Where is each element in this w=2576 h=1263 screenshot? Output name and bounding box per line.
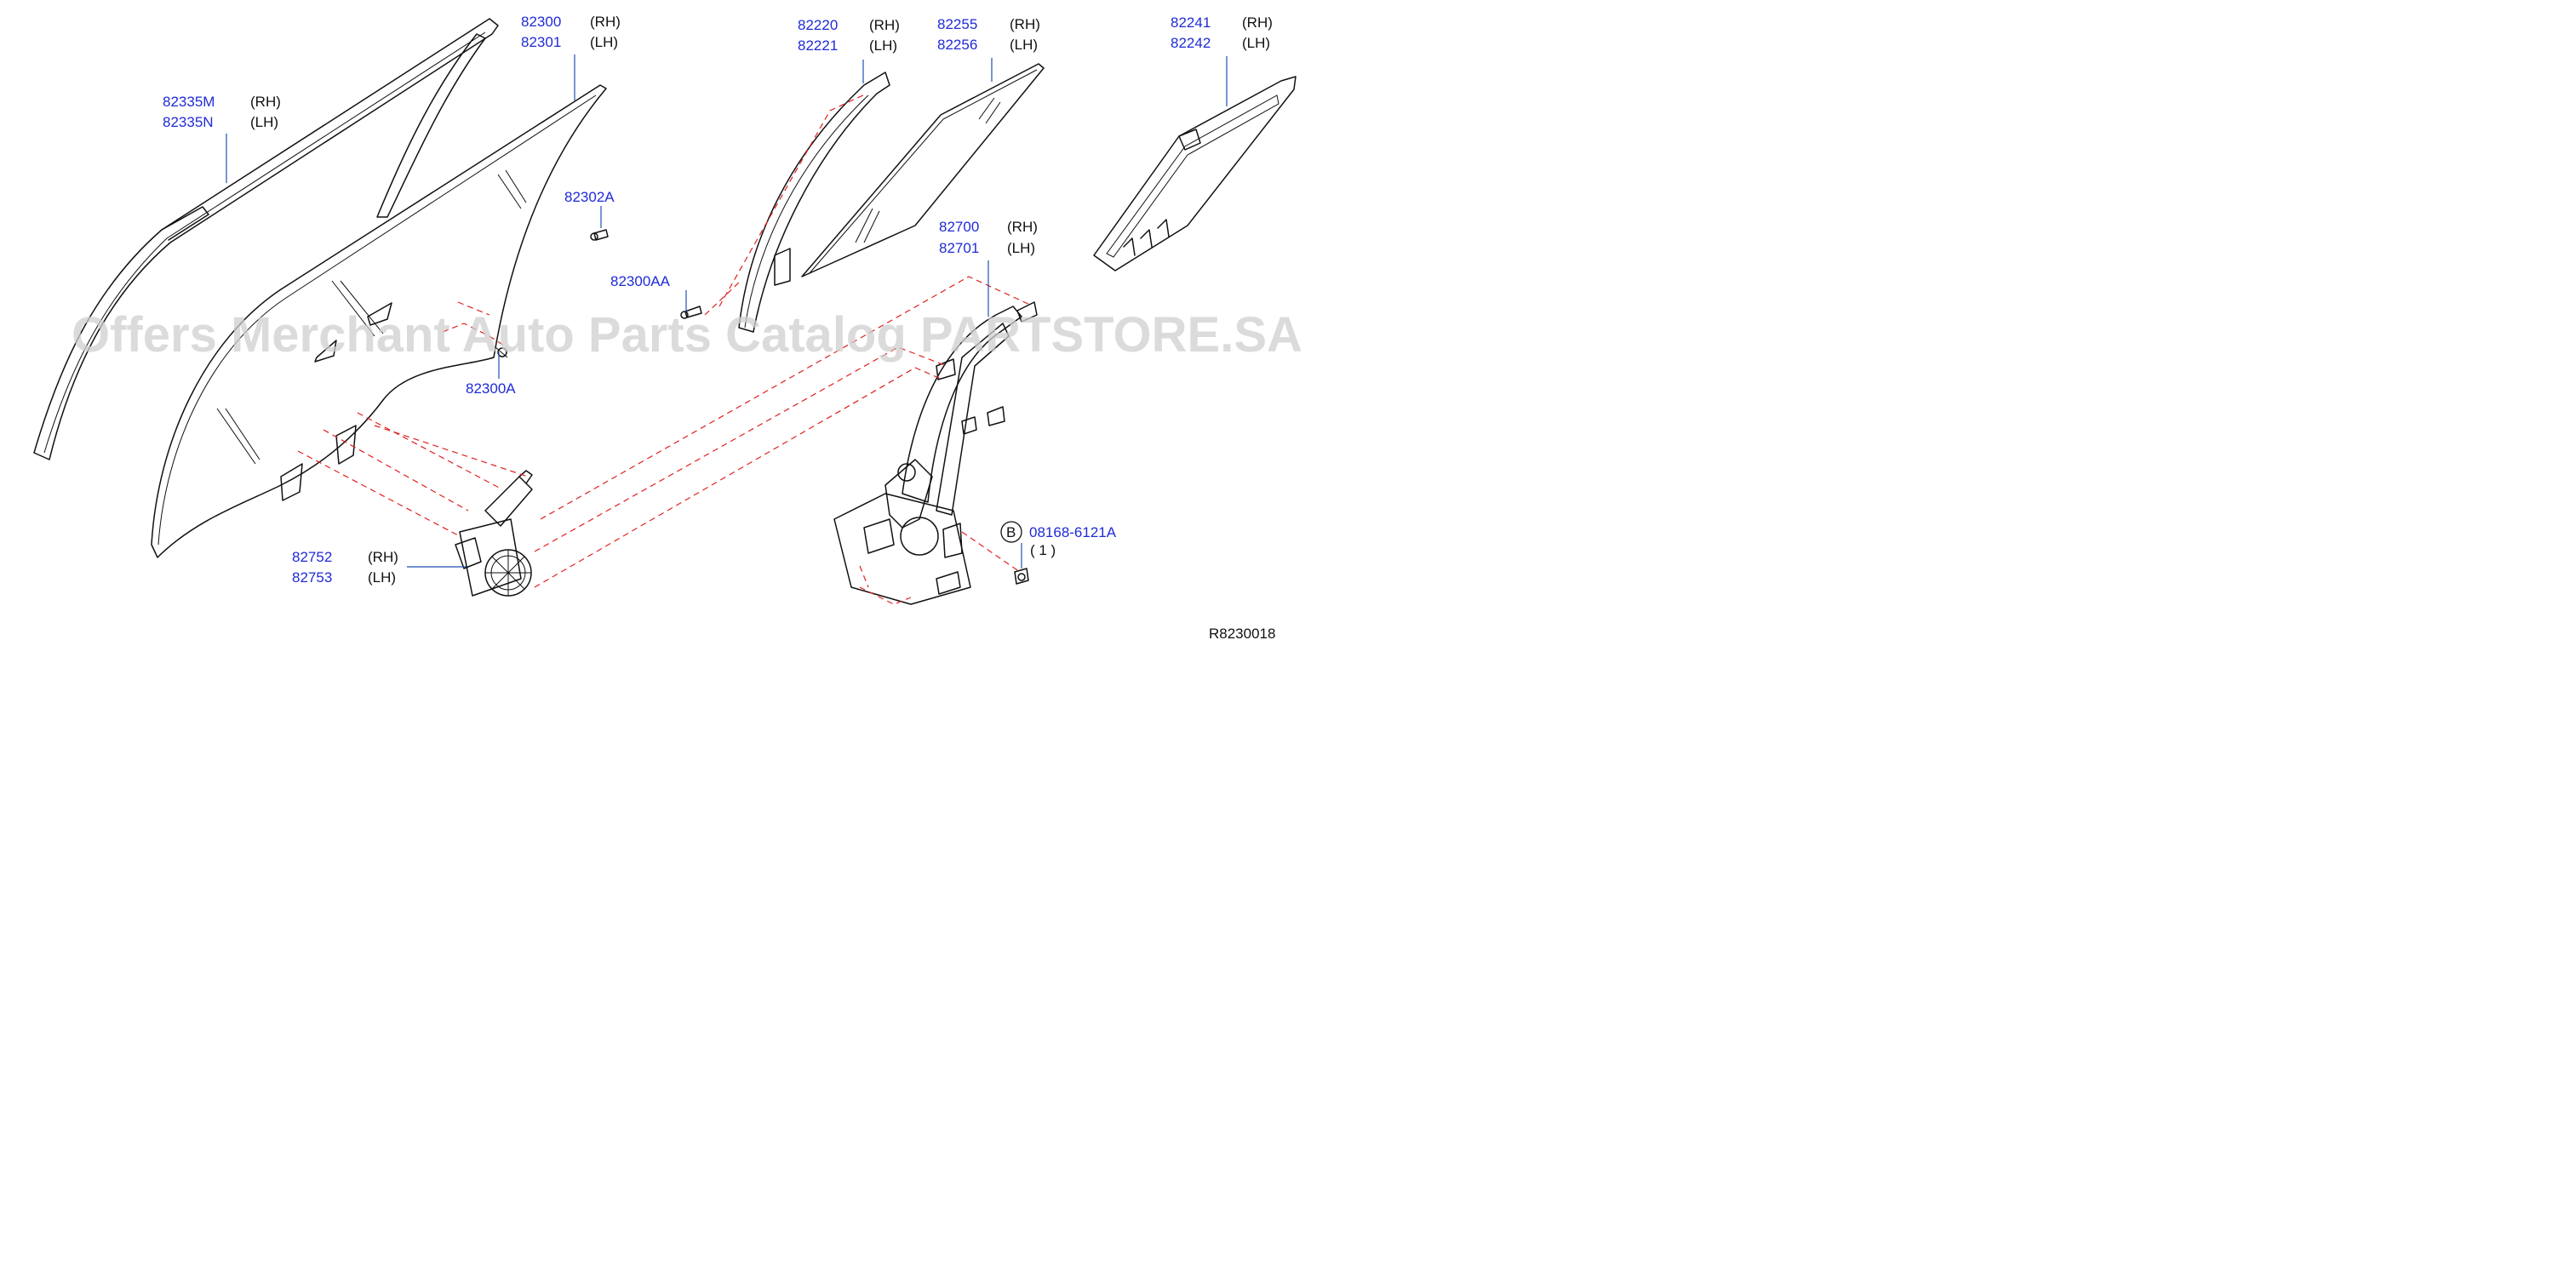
part-number-lh[interactable]: 82701: [939, 240, 979, 256]
part-number-rh[interactable]: 82300: [521, 14, 561, 30]
window-regulator-82700: [833, 301, 1038, 605]
part-number[interactable]: 82300AA: [610, 273, 671, 289]
part-number[interactable]: 82302A: [564, 189, 615, 205]
side-lh-label: (LH): [869, 37, 897, 54]
run-channel-82335: [33, 18, 499, 460]
part-number-rh[interactable]: 82241: [1171, 14, 1211, 31]
callout-82241: 82241 82242 (RH) (LH): [1171, 14, 1273, 51]
front-door-glass-82300: [151, 84, 607, 558]
callout-82700: 82700 82701 (RH) (LH): [939, 219, 1038, 256]
diagram-reference: R8230018: [1209, 626, 1275, 642]
bolt-82300AA: [680, 306, 702, 319]
leader-lines: [226, 54, 1228, 569]
part-number-lh[interactable]: 82221: [798, 37, 838, 54]
callout-82302A: 82302A: [564, 189, 615, 205]
side-rh-label: (RH): [590, 14, 621, 30]
marker-circle: [1000, 521, 1022, 543]
side-rh-label: (RH): [1242, 14, 1273, 31]
side-lh-label: (LH): [590, 34, 618, 50]
part-number-rh[interactable]: 82220: [798, 17, 838, 33]
side-rh-label: (RH): [1007, 219, 1038, 235]
rear-door-glass-82255: [801, 63, 1045, 277]
part-number-rh[interactable]: 82700: [939, 219, 979, 235]
rear-quarter-window-82241: [1093, 76, 1297, 271]
bolt-82302A: [590, 229, 609, 241]
callout-08168-6121A: B 08168-6121A ( 1 ): [1000, 521, 1117, 558]
clip-82300A: [495, 346, 508, 358]
bolt-08168-6121A: [1014, 568, 1029, 585]
callout-82335: 82335M 82335N (RH) (LH): [163, 94, 281, 130]
part-number[interactable]: 82300A: [466, 380, 516, 397]
side-rh-label: (RH): [869, 17, 900, 33]
quantity-label: ( 1 ): [1030, 542, 1056, 558]
assembly-guide-lines: [297, 93, 1031, 605]
door-window-regulator-diagram: Offers Merchant Auto Parts Catalog PARTS…: [33, 14, 1302, 642]
callout-82300AA: 82300AA: [610, 273, 671, 289]
part-number-lh[interactable]: 82301: [521, 34, 561, 50]
marker-letter: B: [1006, 524, 1016, 540]
side-lh-label: (LH): [368, 569, 396, 586]
callout-82300: 82300 82301 (RH) (LH): [521, 14, 621, 50]
part-number-lh[interactable]: 82753: [292, 569, 332, 586]
side-lh-label: (LH): [250, 114, 278, 130]
callout-82300A: 82300A: [466, 380, 516, 397]
watermark-text: Offers Merchant Auto Parts Catalog PARTS…: [72, 307, 1302, 363]
regulator-motor-82752: [455, 470, 533, 597]
side-lh-label: (LH): [1007, 240, 1035, 256]
part-number-lh[interactable]: 82256: [937, 37, 977, 53]
sash-82220: [738, 71, 890, 333]
part-number[interactable]: 08168-6121A: [1029, 524, 1117, 540]
side-rh-label: (RH): [250, 94, 281, 110]
part-number-lh[interactable]: 82335N: [163, 114, 214, 130]
side-rh-label: (RH): [1010, 16, 1040, 32]
callout-82220: 82220 82221 (RH) (LH): [798, 17, 900, 54]
side-rh-label: (RH): [368, 549, 398, 565]
callout-82752: 82752 82753 (RH) (LH): [292, 549, 398, 586]
callout-82255: 82255 82256 (RH) (LH): [937, 16, 1040, 53]
part-number-rh[interactable]: 82335M: [163, 94, 215, 110]
part-number-rh[interactable]: 82255: [937, 16, 977, 32]
part-number-lh[interactable]: 82242: [1171, 35, 1211, 51]
side-lh-label: (LH): [1010, 37, 1038, 53]
part-number-rh[interactable]: 82752: [292, 549, 332, 565]
side-lh-label: (LH): [1242, 35, 1270, 51]
